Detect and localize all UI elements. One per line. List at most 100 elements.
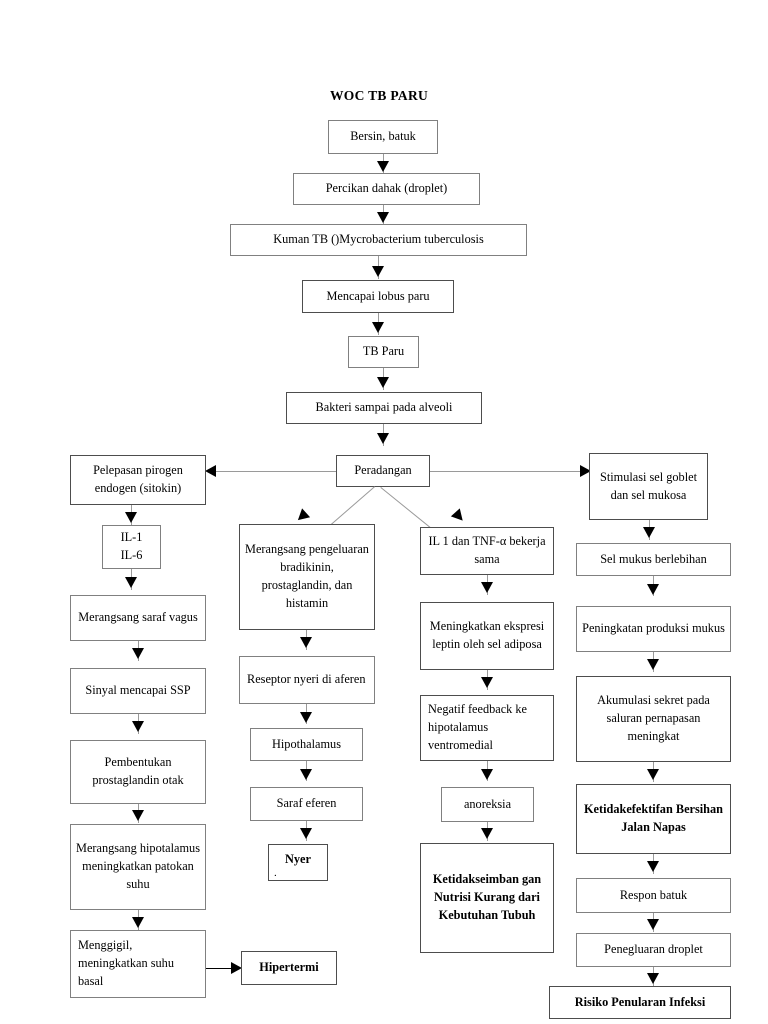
arrow-down-icon bbox=[450, 508, 468, 525]
arrow-down-icon bbox=[377, 433, 389, 444]
arrow-down-icon bbox=[300, 637, 312, 648]
node-label: Reseptor nyeri di aferen bbox=[247, 672, 366, 687]
connector-line bbox=[430, 471, 582, 472]
node-label: Hipothalamus bbox=[272, 736, 341, 751]
arrow-down-icon bbox=[293, 508, 311, 525]
node-label: Risiko Penularan Infeksi bbox=[574, 994, 706, 1009]
node-label: Peningkatan produksi mukus bbox=[582, 621, 725, 636]
node-label: Stimulasi sel goblet dan sel mukosa bbox=[599, 469, 697, 502]
connector-line bbox=[214, 471, 336, 472]
node-label: IL 1 dan TNF-α bekerja sama bbox=[428, 534, 546, 566]
node-label: Penegluaran droplet bbox=[604, 942, 703, 957]
arrow-left-icon bbox=[205, 465, 216, 477]
node-tb-paru: TB Paru bbox=[348, 336, 419, 368]
arrow-down-icon bbox=[647, 659, 659, 670]
node-sinyal-ssp: Sinyal mencapai SSP bbox=[70, 668, 206, 714]
node-label: Hipertermi bbox=[259, 960, 319, 975]
arrow-down-icon bbox=[132, 648, 144, 659]
node-reseptor-nyeri: Reseptor nyeri di aferen bbox=[239, 656, 375, 704]
arrow-down-icon bbox=[647, 769, 659, 780]
node-label: Merangsang hipotalamus meningkatkan pato… bbox=[76, 841, 200, 891]
node-nyeri: Nyer bbox=[268, 844, 328, 881]
arrow-down-icon bbox=[300, 712, 312, 723]
node-percikan-dahak: Percikan dahak (droplet) bbox=[293, 173, 480, 205]
arrow-right-icon bbox=[231, 962, 242, 974]
node-stimulasi-goblet: Stimulasi sel goblet dan sel mukosa bbox=[589, 453, 708, 520]
node-pembentukan-prostaglandin: Pembentukan prostaglandin otak bbox=[70, 740, 206, 804]
node-label: Negatif feedback ke hipotalamus ventrome… bbox=[428, 702, 527, 752]
arrow-down-icon bbox=[132, 810, 144, 821]
node-kuman-tb: Kuman TB ()Mycrobacterium tuberculosis bbox=[230, 224, 527, 256]
node-label: Ketidakefektifan Bersihan Jalan Napas bbox=[583, 802, 724, 834]
node-label: Percikan dahak (droplet) bbox=[325, 181, 448, 196]
node-label: TB Paru bbox=[362, 344, 405, 359]
arrow-down-icon bbox=[300, 828, 312, 839]
node-label: Merangsang pengeluaran bradikinin, prost… bbox=[245, 542, 369, 610]
node-respon-batuk: Respon batuk bbox=[576, 878, 731, 913]
node-label: Kuman TB ()Mycrobacterium tuberculosis bbox=[273, 232, 484, 247]
node-menggigil: Menggigil, meningkatkan suhu basal bbox=[70, 930, 206, 998]
node-merangsang-hipotalamus: Merangsang hipotalamus meningkatkan pato… bbox=[70, 824, 206, 910]
node-merangsang-saraf-vagus: Merangsang saraf vagus bbox=[70, 595, 206, 641]
node-label-line2: IL-6 bbox=[120, 548, 143, 562]
arrow-down-icon bbox=[125, 512, 137, 523]
node-ketidakefektifan-bersihan: Ketidakefektifan Bersihan Jalan Napas bbox=[576, 784, 731, 854]
node-label-line1: IL-1 bbox=[120, 530, 143, 545]
node-meningkatkan-leptin: Meningkatkan ekspresi leptin oleh sel ad… bbox=[420, 602, 554, 670]
arrow-down-icon bbox=[125, 577, 137, 588]
node-label: anoreksia bbox=[463, 796, 512, 811]
node-risiko-penularan: Risiko Penularan Infeksi bbox=[549, 986, 731, 1019]
node-hipothalamus: Hipothalamus bbox=[250, 728, 363, 761]
arrow-down-icon bbox=[647, 919, 659, 930]
node-merangsang-pengeluaran: Merangsang pengeluaran bradikinin, prost… bbox=[239, 524, 375, 630]
node-label: Mencapai lobus paru bbox=[326, 288, 430, 303]
node-label: Meningkatkan ekspresi leptin oleh sel ad… bbox=[429, 619, 545, 651]
node-label: Nyer bbox=[285, 851, 311, 866]
node-label: Akumulasi sekret pada saluran pernapasan… bbox=[597, 693, 710, 743]
node-label: Peradangan bbox=[354, 463, 412, 478]
node-label: Pelepasan pirogen endogen (sitokin) bbox=[93, 463, 183, 495]
node-label: Bersin, batuk bbox=[350, 129, 416, 144]
node-pengeluaran-droplet: Penegluaran droplet bbox=[576, 933, 731, 967]
arrow-down-icon bbox=[647, 584, 659, 595]
node-hipertermi: Hipertermi bbox=[241, 951, 337, 985]
node-negatif-feedback: Negatif feedback ke hipotalamus ventrome… bbox=[420, 695, 554, 761]
node-label: Menggigil, meningkatkan suhu basal bbox=[78, 938, 174, 988]
node-ketidakseimbangan-nutrisi: Ketidakseimban gan Nutrisi Kurang dari K… bbox=[420, 843, 554, 953]
arrow-down-icon bbox=[377, 212, 389, 223]
node-label: Sel mukus berlebihan bbox=[600, 551, 707, 566]
arrow-down-icon bbox=[132, 721, 144, 732]
arrow-down-icon bbox=[481, 828, 493, 839]
node-il1-tnf: IL 1 dan TNF-α bekerja sama bbox=[420, 527, 554, 575]
connector-line bbox=[206, 968, 235, 969]
arrow-down-icon bbox=[647, 973, 659, 984]
arrow-down-icon bbox=[481, 582, 493, 593]
arrow-down-icon bbox=[647, 861, 659, 872]
node-mencapai-lobus: Mencapai lobus paru bbox=[302, 280, 454, 313]
node-peradangan: Peradangan bbox=[336, 455, 430, 487]
node-peningkatan-produksi: Peningkatan produksi mukus bbox=[576, 606, 731, 652]
node-label: Respon batuk bbox=[619, 887, 688, 902]
node-label: Sinyal mencapai SSP bbox=[85, 683, 191, 698]
node-il1-il6: IL-1 IL-6 bbox=[102, 525, 161, 569]
node-sel-mukus: Sel mukus berlebihan bbox=[576, 543, 731, 576]
arrow-down-icon bbox=[481, 769, 493, 780]
node-bakteri-alveoli: Bakteri sampai pada alveoli bbox=[286, 392, 482, 424]
node-label: Merangsang saraf vagus bbox=[78, 610, 198, 625]
arrow-down-icon bbox=[377, 377, 389, 388]
arrow-right-icon bbox=[580, 465, 591, 477]
node-bersin-batuk: Bersin, batuk bbox=[328, 120, 438, 154]
arrow-down-icon bbox=[132, 917, 144, 928]
node-label: Saraf eferen bbox=[276, 796, 337, 811]
arrow-down-icon bbox=[300, 769, 312, 780]
node-label: Bakteri sampai pada alveoli bbox=[315, 400, 453, 415]
node-akumulasi-sekret: Akumulasi sekret pada saluran pernapasan… bbox=[576, 676, 731, 762]
arrow-down-icon bbox=[372, 266, 384, 277]
arrow-down-icon bbox=[643, 527, 655, 538]
arrow-down-icon bbox=[372, 322, 384, 333]
node-pelepasan-pirogen: Pelepasan pirogen endogen (sitokin) bbox=[70, 455, 206, 505]
node-label: Pembentukan prostaglandin otak bbox=[92, 755, 184, 787]
node-saraf-eferen: Saraf eferen bbox=[250, 787, 363, 821]
arrow-down-icon bbox=[481, 677, 493, 688]
